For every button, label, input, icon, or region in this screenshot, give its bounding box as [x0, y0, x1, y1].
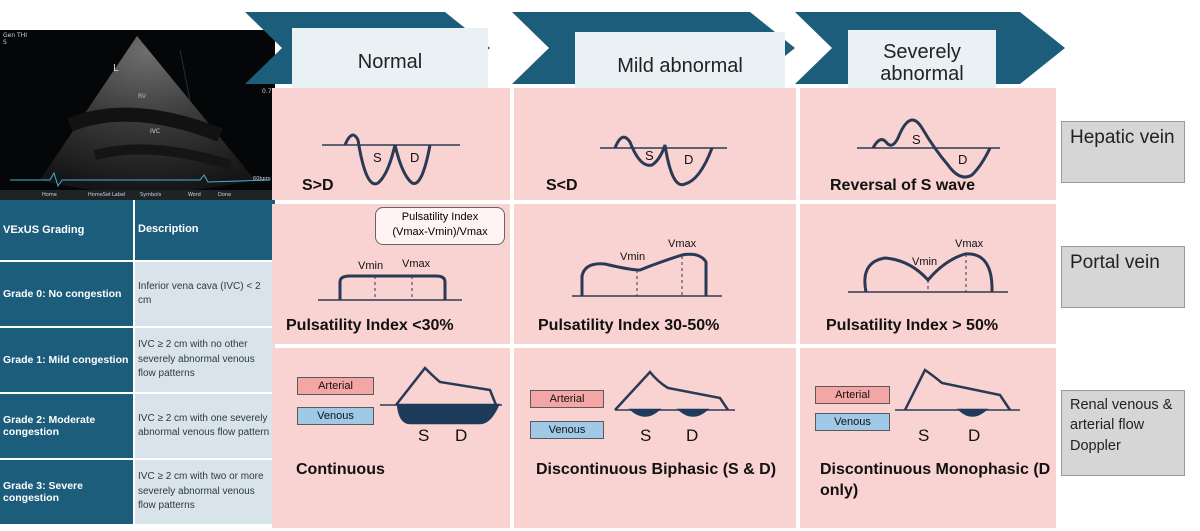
hepatic-label-severe: Reversal of S wave	[830, 177, 975, 194]
panel-hepatic-severe	[800, 88, 1056, 200]
table-row: Grade 1: Mild congestion IVC ≥ 2 cm with…	[0, 328, 275, 394]
table-header-row: VExUS Grading Description	[0, 200, 275, 262]
us-corner-text-1: Gen THI	[3, 32, 27, 39]
row-label-renal-doppler: Renal venous & arterial flow Doppler	[1061, 390, 1185, 476]
table-cell-grade: Grade 0: No congestion	[0, 262, 135, 326]
table-header-description: Description	[135, 200, 275, 260]
renal-normal-arterial-tag: Arterial	[297, 377, 374, 395]
ultrasound-image: Gen THI S L RV IVC 0.7 60bpm Home HomeSe…	[0, 30, 275, 200]
table-cell-description: IVC ≥ 2 cm with one severely abnormal ve…	[135, 394, 275, 458]
panel-renal-severe	[800, 348, 1056, 528]
renal-normal-d: D	[455, 426, 468, 445]
panel-hepatic-normal	[272, 88, 510, 200]
renal-normal-s: S	[418, 426, 430, 445]
renal-severe-s: S	[918, 426, 930, 445]
table-header-grading: VExUS Grading	[0, 200, 135, 260]
table-row: Grade 3: Severe congestion IVC ≥ 2 cm wi…	[0, 460, 275, 524]
column-header-severely-abnormal: Severely abnormal	[848, 30, 996, 96]
hep-severe-d: D	[958, 152, 968, 167]
us-button-done: Done	[218, 192, 232, 198]
hepatic-label-normal: S>D	[302, 177, 334, 194]
renal-mild-arterial-tag: Arterial	[530, 390, 604, 408]
pulsatility-formula-line2: (Vmax-Vmin)/Vmax	[392, 225, 488, 238]
portal-mild-vmin: Vmin	[620, 251, 646, 263]
us-button-label: Label	[112, 192, 126, 198]
renal-label-normal: Continuous	[296, 461, 385, 478]
renal-severe-d: D	[968, 426, 981, 445]
table-cell-description: IVC ≥ 2 cm with no other severely abnorm…	[135, 328, 275, 392]
us-scale-value: 0.7	[262, 88, 272, 95]
ultrasound-sector	[10, 36, 271, 193]
table-cell-grade: Grade 2: Moderate congestion	[0, 394, 135, 458]
renal-mild-s: S	[640, 426, 652, 445]
hep-mild-s: S	[645, 148, 654, 163]
portal-normal-vmax: Vmax	[402, 258, 431, 270]
renal-severe-venous-tag: Venous	[815, 413, 890, 431]
hep-normal-s: S	[373, 150, 382, 165]
table-cell-description: Inferior vena cava (IVC) < 2 cm	[135, 262, 275, 326]
portal-normal-vmin: Vmin	[358, 260, 384, 272]
panel-portal-mild	[514, 204, 796, 344]
us-button-homeset: HomeSet	[88, 192, 111, 198]
portal-mild-vmax: Vmax	[668, 238, 697, 250]
us-bpm-text: 60bpm	[253, 176, 271, 182]
table-cell-grade: Grade 1: Mild congestion	[0, 328, 135, 392]
panel-hepatic-mild	[514, 88, 796, 200]
portal-severe-vmin: Vmin	[912, 256, 938, 268]
us-button-word: Word	[188, 192, 201, 198]
us-label-l: L	[113, 63, 119, 74]
row-label-hepatic-vein: Hepatic vein	[1061, 121, 1185, 183]
us-button-home: Home	[42, 192, 57, 198]
pulsatility-formula-box: Pulsatility Index (Vmax-Vmin)/Vmax	[375, 207, 505, 245]
panel-portal-severe	[800, 204, 1056, 344]
portal-label-severe: Pulsatility Index > 50%	[826, 317, 999, 334]
table-row: Grade 0: No congestion Inferior vena cav…	[0, 262, 275, 328]
us-corner-text-2: S	[3, 39, 7, 46]
renal-normal-venous-tag: Venous	[297, 407, 374, 425]
renal-mild-venous-tag: Venous	[530, 421, 604, 439]
portal-label-mild: Pulsatility Index 30-50%	[538, 317, 720, 334]
pulsatility-formula-line1: Pulsatility Index	[401, 211, 479, 223]
portal-label-normal: Pulsatility Index <30%	[286, 317, 454, 334]
renal-label-mild: Discontinuous Biphasic (S & D)	[536, 461, 777, 478]
us-label-rv: RV	[138, 93, 146, 100]
vexus-grading-table: VExUS Grading Description Grade 0: No co…	[0, 200, 275, 524]
table-row: Grade 2: Moderate congestion IVC ≥ 2 cm …	[0, 394, 275, 460]
table-cell-description: IVC ≥ 2 cm with two or more severely abn…	[135, 460, 275, 524]
table-cell-grade: Grade 3: Severe congestion	[0, 460, 135, 524]
portal-severe-vmax: Vmax	[955, 238, 984, 250]
hep-normal-d: D	[410, 150, 420, 165]
renal-mild-d: D	[686, 426, 699, 445]
hep-severe-s: S	[912, 132, 921, 147]
renal-severe-arterial-tag: Arterial	[815, 386, 890, 404]
column-header-normal: Normal	[292, 28, 488, 96]
hep-mild-d: D	[684, 152, 694, 167]
renal-label-severe: Discontinuous Monophasic (D only)	[820, 461, 1051, 499]
hepatic-label-mild: S<D	[546, 177, 578, 194]
us-button-bar: Home HomeSet Label Symbols Word Done	[0, 190, 275, 200]
us-label-ivc: IVC	[150, 128, 161, 135]
row-label-portal-vein: Portal vein	[1061, 246, 1185, 308]
us-button-symbols: Symbols	[140, 192, 162, 198]
